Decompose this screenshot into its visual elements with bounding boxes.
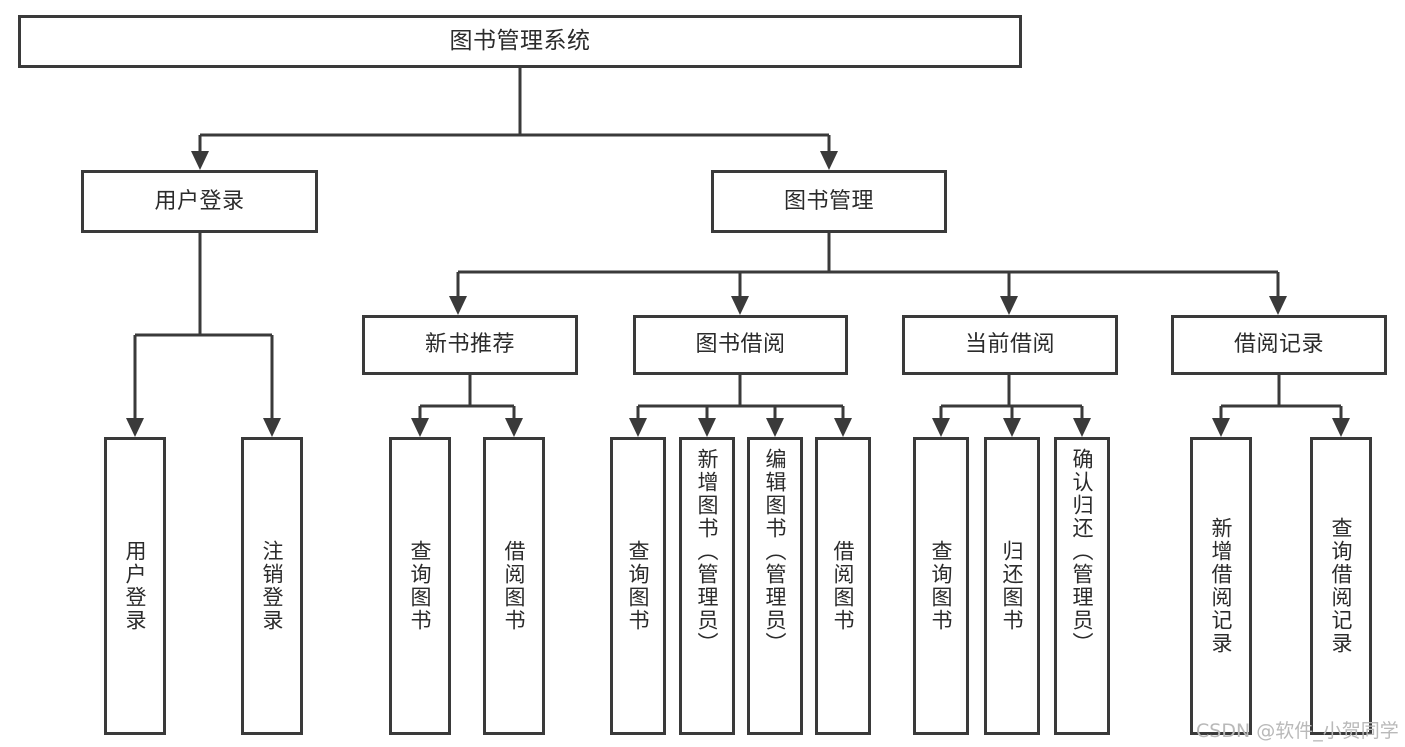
node-leaf-add-record-label: 新增借阅记录 <box>1209 517 1234 655</box>
csdn-watermark: CSDN @软件_小贺同学 <box>1196 720 1399 742</box>
node-leaf-logout[interactable]: 注销登录 <box>241 437 303 735</box>
node-root-label: 图书管理系统 <box>449 28 591 55</box>
node-leaf-query-book-1-label: 查询图书 <box>408 540 433 632</box>
node-leaf-confirm-return-label: 确认归还（管理员） <box>1070 448 1095 655</box>
node-leaf-query-record-label: 查询借阅记录 <box>1329 517 1354 655</box>
node-new-book-rec-label: 新书推荐 <box>424 332 515 358</box>
node-user-login-label: 用户登录 <box>154 188 245 214</box>
node-leaf-add-record[interactable]: 新增借阅记录 <box>1190 437 1252 735</box>
node-book-manage[interactable]: 图书管理 <box>711 170 947 233</box>
node-leaf-user-login-label: 用户登录 <box>123 540 148 632</box>
node-leaf-query-book-3-label: 查询图书 <box>929 540 954 632</box>
node-leaf-confirm-return[interactable]: 确认归还（管理员） <box>1054 437 1110 735</box>
node-leaf-query-book-2[interactable]: 查询图书 <box>610 437 666 735</box>
node-leaf-return-book-label: 归还图书 <box>1000 540 1025 632</box>
node-current-borrow-label: 当前借阅 <box>964 332 1055 358</box>
node-leaf-edit-book[interactable]: 编辑图书（管理员） <box>747 437 803 735</box>
node-new-book-rec[interactable]: 新书推荐 <box>362 315 578 375</box>
node-borrow-record[interactable]: 借阅记录 <box>1171 315 1387 375</box>
node-leaf-borrow-book-1[interactable]: 借阅图书 <box>483 437 545 735</box>
node-book-borrow-label: 图书借阅 <box>695 332 786 358</box>
node-leaf-return-book[interactable]: 归还图书 <box>984 437 1040 735</box>
node-leaf-add-book-label: 新增图书（管理员） <box>695 448 720 655</box>
node-leaf-query-book-1[interactable]: 查询图书 <box>389 437 451 735</box>
node-user-login[interactable]: 用户登录 <box>81 170 318 233</box>
node-leaf-add-book[interactable]: 新增图书（管理员） <box>679 437 735 735</box>
node-leaf-query-book-3[interactable]: 查询图书 <box>913 437 969 735</box>
node-current-borrow[interactable]: 当前借阅 <box>902 315 1118 375</box>
node-leaf-borrow-book-2-label: 借阅图书 <box>831 540 856 632</box>
node-leaf-borrow-book-2[interactable]: 借阅图书 <box>815 437 871 735</box>
node-leaf-query-book-2-label: 查询图书 <box>626 540 651 632</box>
node-book-manage-label: 图书管理 <box>783 188 874 214</box>
node-leaf-edit-book-label: 编辑图书（管理员） <box>763 448 788 655</box>
node-book-borrow[interactable]: 图书借阅 <box>633 315 848 375</box>
node-root[interactable]: 图书管理系统 <box>18 15 1022 68</box>
node-leaf-user-login[interactable]: 用户登录 <box>104 437 166 735</box>
node-leaf-query-record[interactable]: 查询借阅记录 <box>1310 437 1372 735</box>
node-borrow-record-label: 借阅记录 <box>1233 332 1324 358</box>
node-leaf-borrow-book-1-label: 借阅图书 <box>502 540 527 632</box>
node-leaf-logout-label: 注销登录 <box>260 540 285 632</box>
